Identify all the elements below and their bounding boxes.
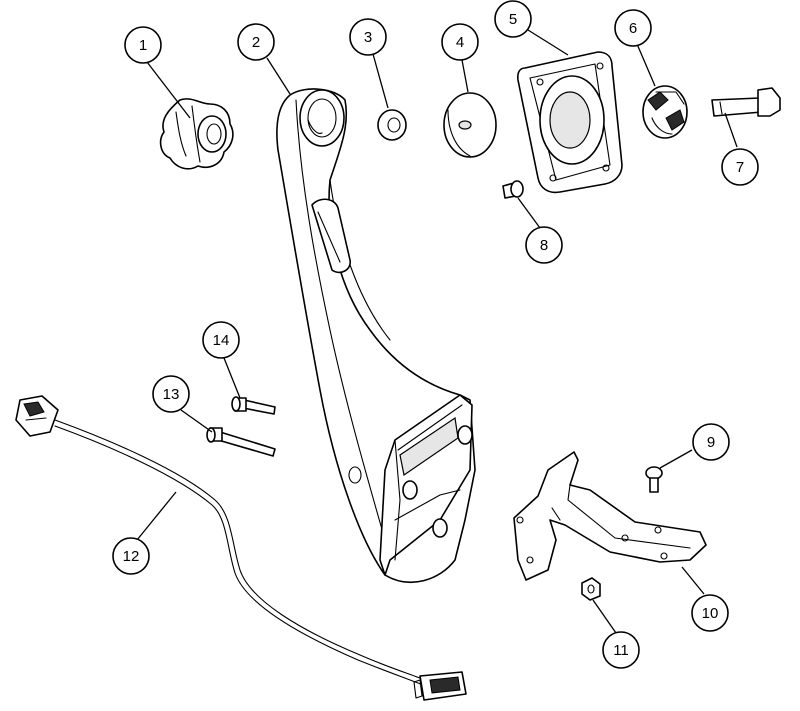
connector-right bbox=[413, 671, 467, 701]
callout-14: 14 bbox=[202, 321, 240, 359]
callout-5-label: 5 bbox=[509, 11, 517, 28]
part-small-screw bbox=[502, 180, 524, 199]
callout-3: 3 bbox=[349, 18, 387, 56]
callout-5: 5 bbox=[494, 0, 532, 38]
part-dome-cap bbox=[443, 92, 497, 158]
callout-4-label: 4 bbox=[456, 34, 464, 51]
callout-9: 9 bbox=[692, 423, 730, 461]
callout-11-label: 11 bbox=[613, 642, 629, 659]
callout-4: 4 bbox=[441, 23, 479, 61]
callout-9-label: 9 bbox=[707, 434, 715, 451]
leader-11 bbox=[592, 599, 617, 634]
leader-lines bbox=[136, 29, 738, 634]
part-knob bbox=[159, 98, 234, 170]
callout-7-label: 7 bbox=[736, 159, 744, 176]
callout-3-label: 3 bbox=[364, 29, 372, 46]
part-mounting-plate bbox=[517, 51, 623, 194]
callout-13-label: 13 bbox=[163, 386, 180, 403]
leader-13 bbox=[180, 409, 213, 433]
leader-4 bbox=[461, 59, 469, 93]
leader-5 bbox=[527, 29, 569, 56]
leader-8 bbox=[517, 197, 541, 229]
callout-10: 10 bbox=[691, 594, 729, 632]
callout-14-label: 14 bbox=[213, 332, 230, 349]
part-washer bbox=[377, 109, 407, 141]
callout-10-label: 10 bbox=[702, 605, 719, 622]
callout-1: 1 bbox=[124, 26, 162, 64]
leader-7 bbox=[724, 112, 738, 148]
callout-12-label: 12 bbox=[123, 548, 140, 565]
leader-6 bbox=[636, 43, 656, 87]
callout-11: 11 bbox=[602, 631, 640, 669]
callout-6-label: 6 bbox=[629, 20, 637, 37]
leader-3 bbox=[372, 53, 389, 109]
leader-9 bbox=[659, 449, 693, 469]
connector-left bbox=[15, 395, 59, 437]
part-nut bbox=[581, 577, 601, 601]
callout-6: 6 bbox=[614, 9, 652, 47]
callout-8-label: 8 bbox=[540, 237, 548, 254]
part-hex-bolt bbox=[711, 87, 781, 117]
part-pan-head-screw bbox=[645, 466, 663, 493]
callout-2-label: 2 bbox=[252, 34, 260, 51]
part-ball-joint-insert bbox=[642, 85, 688, 139]
part-short-screw bbox=[231, 396, 276, 415]
leader-14 bbox=[223, 357, 241, 399]
part-wire-harness bbox=[15, 395, 467, 701]
leader-2 bbox=[266, 57, 291, 95]
leader-1 bbox=[146, 61, 191, 119]
part-long-screw bbox=[206, 427, 276, 457]
leader-12 bbox=[136, 491, 177, 541]
part-bracket bbox=[513, 451, 707, 581]
callout-8: 8 bbox=[525, 226, 563, 264]
part-support-arm bbox=[276, 88, 476, 583]
callout-12: 12 bbox=[112, 537, 150, 575]
leader-10 bbox=[681, 566, 705, 595]
callout-7: 7 bbox=[721, 148, 759, 186]
callout-13: 13 bbox=[152, 375, 190, 413]
callout-1-label: 1 bbox=[139, 37, 147, 54]
callout-2: 2 bbox=[237, 23, 275, 61]
